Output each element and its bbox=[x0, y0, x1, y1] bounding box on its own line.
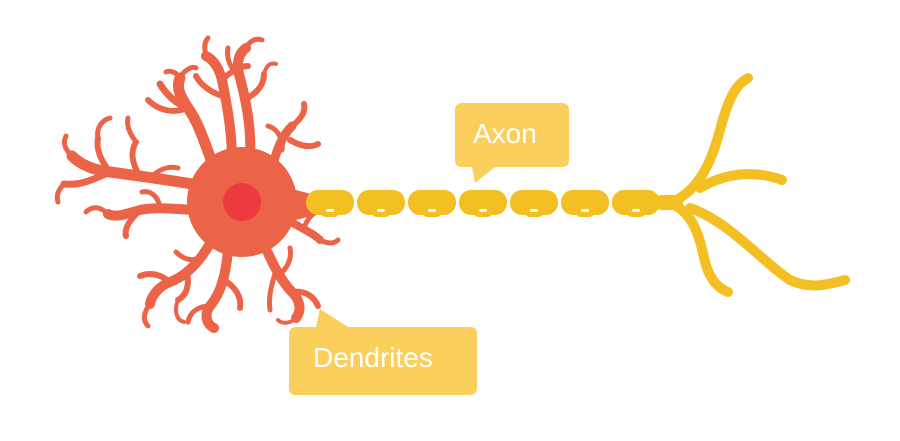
axon-callout bbox=[455, 103, 569, 183]
dendrites-callout bbox=[289, 309, 477, 395]
myelin-segment bbox=[408, 190, 456, 217]
myelin-segment bbox=[561, 190, 609, 217]
axon-terminals bbox=[667, 73, 850, 297]
nucleus bbox=[223, 183, 261, 221]
myelin-segment bbox=[510, 190, 558, 217]
myelin-segment bbox=[357, 190, 405, 217]
dendrites-label: Dendrites bbox=[313, 342, 433, 373]
myelin-segment bbox=[459, 190, 507, 217]
myelin-segment bbox=[306, 190, 354, 217]
axon-label: Axon bbox=[473, 118, 537, 149]
dendrites bbox=[54, 35, 341, 333]
axon bbox=[306, 190, 683, 217]
myelin-segment bbox=[612, 190, 660, 217]
